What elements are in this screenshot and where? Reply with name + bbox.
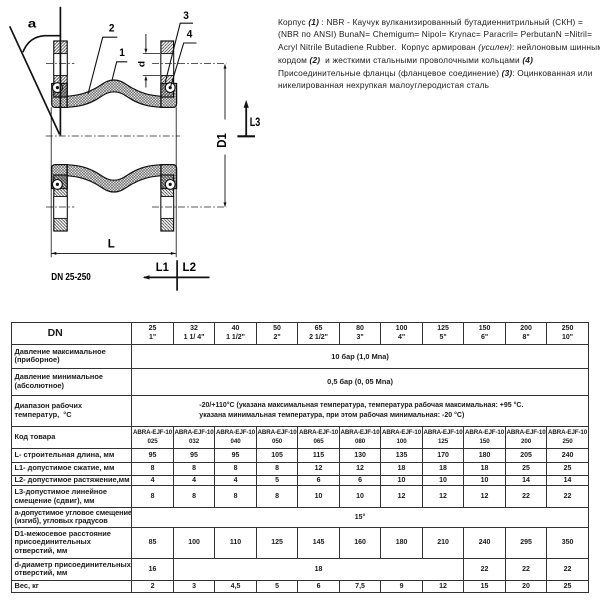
svg-text:d: d xyxy=(136,61,146,67)
svg-text:a: a xyxy=(28,17,37,31)
svg-text:L: L xyxy=(108,237,115,251)
svg-text:2: 2 xyxy=(109,23,115,35)
svg-text:D1: D1 xyxy=(214,133,229,148)
svg-text:1: 1 xyxy=(119,47,125,59)
svg-text:DN 25-250: DN 25-250 xyxy=(51,271,91,283)
svg-text:L3: L3 xyxy=(250,117,260,129)
svg-text:3: 3 xyxy=(183,10,189,22)
svg-text:L1: L1 xyxy=(156,260,169,274)
svg-text:4: 4 xyxy=(187,29,193,41)
svg-text:L2: L2 xyxy=(183,260,197,274)
